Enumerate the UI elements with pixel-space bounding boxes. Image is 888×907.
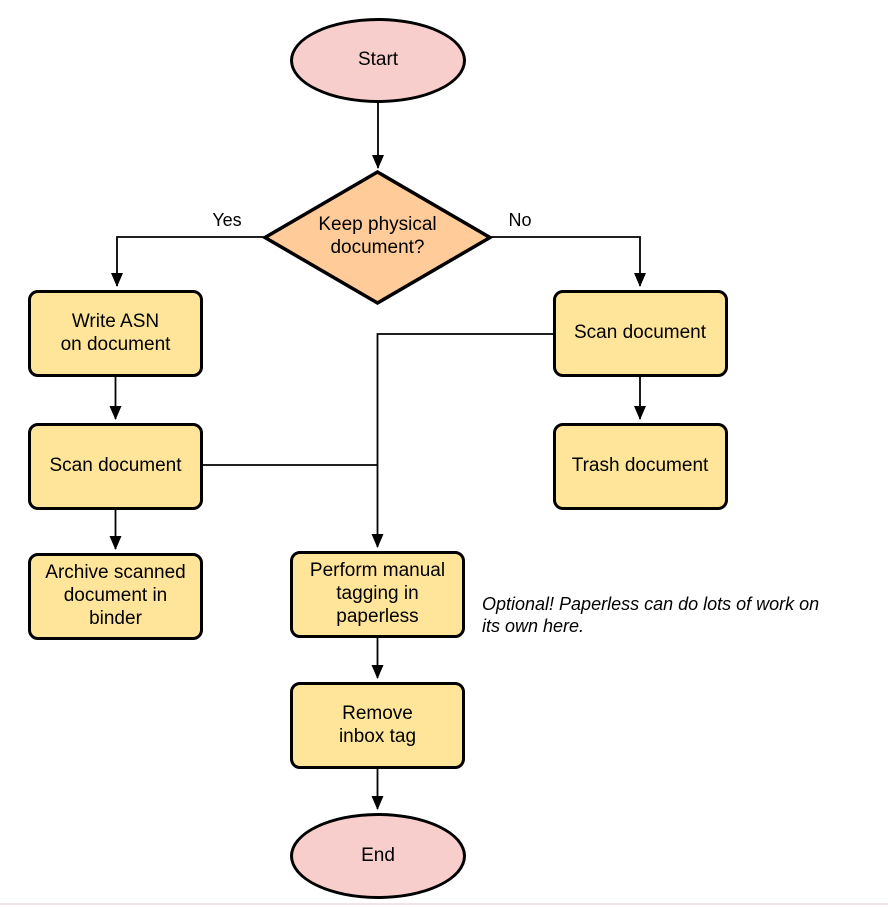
node-trash-document: Trash document — [552, 423, 728, 510]
node-scan-document-left-label: Scan document — [49, 455, 182, 477]
edge-label-no: No — [508, 210, 532, 230]
node-trash-document-label: Trash document — [571, 455, 709, 477]
node-write-asn: Write ASN on document — [28, 290, 203, 377]
node-archive-binder-label: Archive scanned document in binder — [45, 562, 186, 629]
node-scan-document-right: Scan document — [552, 290, 728, 377]
edge-scan-right-to-tagging — [371, 333, 553, 548]
decision-diamond-shape — [261, 169, 494, 306]
node-manual-tagging-label: Perform manual tagging in paperless — [309, 560, 446, 627]
node-manual-tagging: Perform manual tagging in paperless — [290, 551, 465, 638]
node-scan-document-right-label: Scan document — [573, 322, 707, 344]
node-start-label: Start — [357, 49, 399, 71]
node-start: Start — [290, 18, 466, 103]
edge-decision-yes-to-write-asn — [111, 236, 265, 287]
node-end-label: End — [361, 844, 395, 866]
annotation-note: Optional! Paperless can do lots of work … — [482, 594, 820, 636]
node-scan-document-left: Scan document — [28, 423, 203, 510]
edge-decision-no-to-scan-right — [490, 236, 646, 287]
node-end: End — [290, 813, 466, 899]
node-remove-inbox-tag: Remove inbox tag — [290, 682, 465, 769]
node-write-asn-label: Write ASN on document — [60, 310, 171, 355]
edge-label-yes: Yes — [212, 210, 242, 230]
bottom-rule — [0, 903, 888, 905]
node-decision-label: Keep physical document? — [318, 214, 437, 258]
node-archive-binder: Archive scanned document in binder — [28, 553, 203, 640]
node-remove-inbox-tag-label: Remove inbox tag — [338, 702, 417, 747]
